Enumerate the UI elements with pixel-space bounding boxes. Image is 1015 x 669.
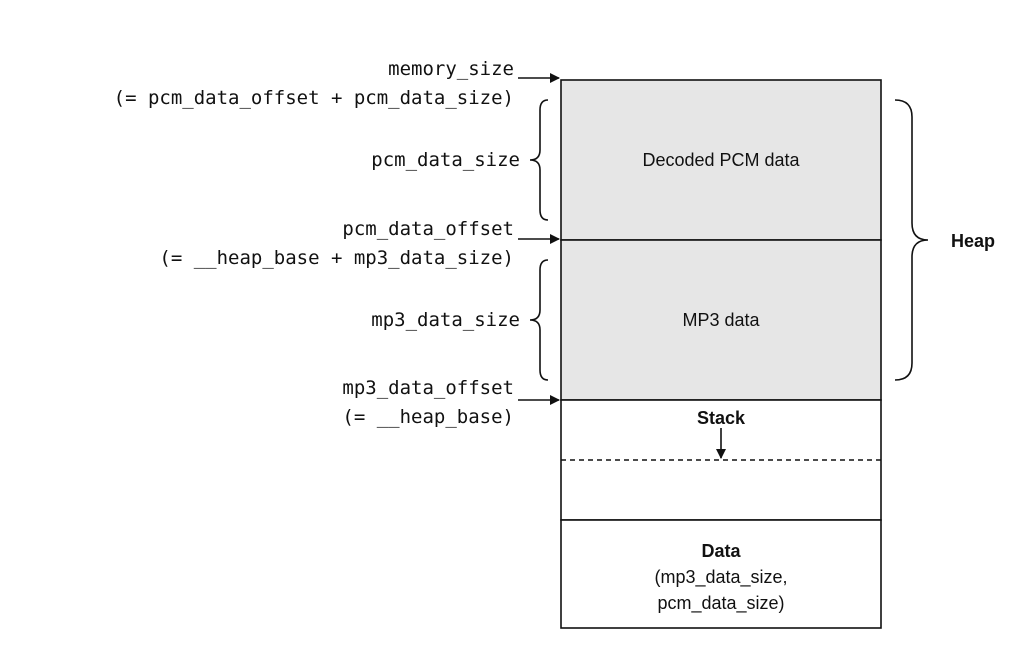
mp3-data-offset-label: mp3_data_offset [342, 377, 514, 399]
pcm-data-size-label: pcm_data_size [371, 149, 520, 171]
mp3-data-size-brace [529, 259, 549, 381]
pcm-data-size-brace [529, 99, 549, 221]
mp3-data-offset-equation: (= __heap_base) [342, 406, 514, 428]
pcm-data-offset-label: pcm_data_offset [342, 218, 514, 240]
mp3-data-block [560, 239, 882, 401]
mp3-data-block-label: MP3 data [682, 310, 760, 330]
heap-label: Heap [951, 231, 995, 251]
data-block-title: Data [701, 541, 741, 561]
pcm-data-block [560, 79, 882, 241]
data-block-line1: (mp3_data_size, [654, 567, 787, 588]
heap-brace [894, 99, 929, 381]
stack-block-label: Stack [697, 408, 746, 428]
data-block [560, 519, 882, 629]
pcm-data-block-label: Decoded PCM data [642, 150, 800, 170]
memory-size-label: memory_size [388, 58, 514, 80]
stack-block [560, 399, 882, 521]
memory-size-equation: (= pcm_data_offset + pcm_data_size) [114, 87, 514, 109]
data-block-line2: pcm_data_size) [657, 593, 784, 614]
pcm-data-offset-equation: (= __heap_base + mp3_data_size) [159, 247, 514, 269]
mp3-data-size-label: mp3_data_size [371, 309, 520, 331]
